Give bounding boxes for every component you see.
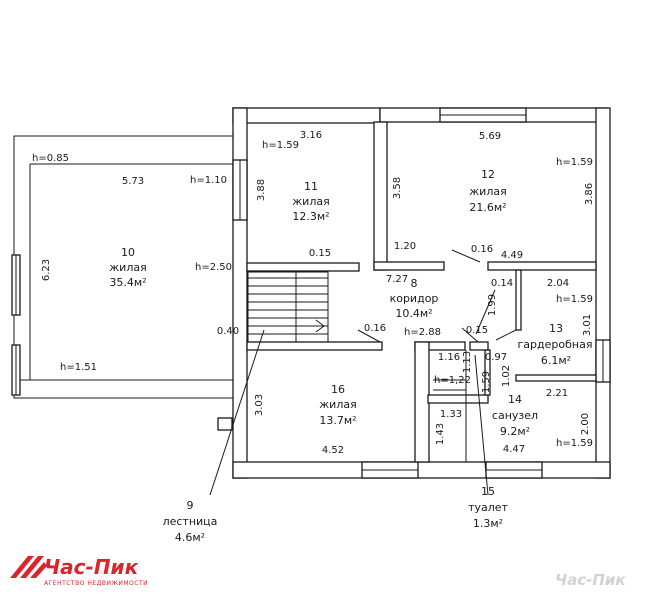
watermark: Час-Пик <box>555 571 626 589</box>
dimension-label: 1.02 <box>501 365 512 387</box>
room-area: 21.6м² <box>469 201 506 214</box>
room-area: 10.4м² <box>395 307 432 320</box>
height-label: h=2.50 <box>195 262 232 273</box>
dimension-label: 1.99 <box>487 294 498 316</box>
room-number: 12 <box>481 168 495 181</box>
height-label: h=1.51 <box>60 362 97 373</box>
dimension-label: 7.27 <box>386 274 408 285</box>
room-name: коридор <box>390 292 439 305</box>
dimension-label: 4.49 <box>501 250 523 261</box>
dimension-label: 2.04 <box>547 278 569 289</box>
exterior-walls <box>232 107 611 479</box>
dimension-label: 0.15 <box>309 248 331 259</box>
room-area: 6.1м² <box>541 354 571 367</box>
dimension-label: 5.73 <box>122 176 144 187</box>
room-16-label: 16 жилая 13.7м² <box>319 383 356 427</box>
dimension-label: 6.23 <box>41 259 52 281</box>
dimension-label: 0.40 <box>217 326 239 337</box>
dimension-label: 3.58 <box>392 177 403 199</box>
room-10-label: 10 жилая 35.4м² <box>109 246 146 289</box>
room-area: 4.6м² <box>175 531 205 544</box>
logo-text: Час-Пик <box>44 555 139 579</box>
room-8-label: 8 коридор 10.4м² <box>390 277 439 320</box>
room-name: лестница <box>163 515 218 528</box>
room-15-label: 15 туалет 1.3м² <box>468 485 508 530</box>
height-label: h=1,22 <box>434 375 471 386</box>
height-label: h=2.88 <box>404 327 441 338</box>
height-label: h=1.59 <box>556 294 593 305</box>
room-area: 35.4м² <box>109 276 146 289</box>
dimension-label: 0.15 <box>466 325 488 336</box>
dimension-label: 0.14 <box>491 278 513 289</box>
dimension-label: 3.03 <box>254 394 265 416</box>
room-name: гардеробная <box>518 338 593 351</box>
room-name: жилая <box>319 398 356 411</box>
dimension-label: 5.69 <box>479 131 501 142</box>
dimension-label: 3.01 <box>582 314 593 336</box>
room-14-label: 14 санузел 9.2м² <box>492 393 538 438</box>
height-label: h=1.10 <box>190 175 227 186</box>
room-10-outline <box>11 135 239 431</box>
height-label: h=0.85 <box>32 153 69 164</box>
room-name: жилая <box>109 261 146 274</box>
dimension-labels: 5.73 6.23 0.40 3.16 3.88 0.15 3.58 5.69 … <box>41 130 595 456</box>
room-number: 13 <box>549 322 563 335</box>
brand-logo: Час-Пик АГЕНТСТВО НЕДВИЖИМОСТИ <box>10 555 148 587</box>
dimension-label: 4.52 <box>322 445 344 456</box>
dimension-label: 0.16 <box>364 323 386 334</box>
logo-subtitle: АГЕНТСТВО НЕДВИЖИМОСТИ <box>44 580 148 587</box>
room-13-label: 13 гардеробная 6.1м² <box>518 322 593 367</box>
dimension-label: 1.43 <box>435 423 446 445</box>
dimension-label: 4.47 <box>503 444 525 455</box>
room-area: 13.7м² <box>319 414 356 427</box>
room-number: 14 <box>508 393 522 406</box>
logo-mark-icon <box>10 556 47 578</box>
dimension-label: 1.20 <box>394 241 416 252</box>
room-number: 10 <box>121 246 135 259</box>
room-area: 12.3м² <box>292 210 329 223</box>
room-number: 15 <box>481 485 495 498</box>
room-name: жилая <box>469 185 506 198</box>
dimension-label: 1.13 <box>462 351 473 373</box>
room-number: 11 <box>304 180 318 193</box>
dimension-label: 1.59 <box>481 371 492 393</box>
dimension-label: 3.86 <box>584 183 595 205</box>
dimension-label: 3.88 <box>256 179 267 201</box>
height-label: h=1.59 <box>556 157 593 168</box>
room-number: 9 <box>187 499 194 512</box>
dimension-label: 3.16 <box>300 130 322 141</box>
height-label: h=1.59 <box>262 140 299 151</box>
room-12-label: 12 жилая 21.6м² <box>469 168 506 214</box>
dimension-label: 2.21 <box>546 388 568 399</box>
dimension-label: 2.00 <box>580 413 591 435</box>
room-name: жилая <box>292 195 329 208</box>
dimension-label: 1.16 <box>438 352 460 363</box>
dimension-label: 0.97 <box>485 352 507 363</box>
room-11-label: 11 жилая 12.3м² <box>292 180 329 223</box>
room-name: туалет <box>468 501 508 514</box>
height-labels: h=0.85 h=1.10 h=2.50 h=1.51 h=1.59 h=1.5… <box>32 140 593 449</box>
room-number: 8 <box>411 277 418 290</box>
interior-walls <box>209 121 597 496</box>
room-name: санузел <box>492 409 538 422</box>
room-9-label: 9 лестница 4.6м² <box>163 499 218 544</box>
height-label: h=1.59 <box>556 438 593 449</box>
dimension-label: 0.16 <box>471 244 493 255</box>
dimension-label: 1.33 <box>440 409 462 420</box>
room-area: 9.2м² <box>500 425 530 438</box>
room-number: 16 <box>331 383 345 396</box>
room-area: 1.3м² <box>473 517 503 530</box>
